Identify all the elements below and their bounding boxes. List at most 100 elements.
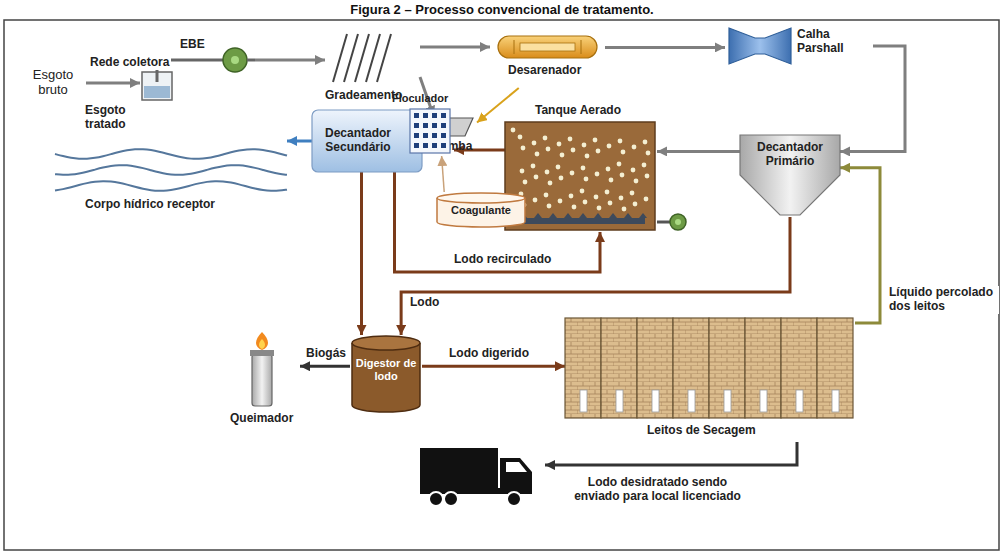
aeration-tank-part (633, 202, 638, 207)
aeration-tank-part (564, 213, 572, 218)
aeration-tank-part (607, 144, 612, 149)
flocculator-part (432, 123, 437, 128)
frame-border (4, 20, 999, 550)
aeration-tank-part (534, 175, 539, 180)
aeration-tank-part (543, 136, 548, 141)
node-label: Esgoto tratado (85, 104, 147, 132)
gas-burner: Queimador (226, 330, 300, 430)
flow-arrow (605, 46, 725, 49)
aeration-tank-part (557, 142, 562, 147)
drying-beds-part (637, 318, 673, 418)
gas-burner-part (252, 354, 272, 406)
aeration-tank-part (556, 165, 561, 170)
node-label: Leitos de Secagem (647, 424, 756, 438)
sludge-truck-part (506, 462, 527, 472)
screen-unit-part (377, 34, 391, 82)
aeration-tank-icon (505, 104, 657, 232)
aeration-tank-part (593, 138, 598, 143)
sludge-truck-icon (420, 442, 545, 512)
flocculator-part (414, 143, 419, 148)
flocculator-part (423, 113, 428, 118)
flocculator-part (414, 133, 419, 138)
node-label: Desarenador (508, 64, 581, 78)
drying-beds-part (781, 318, 817, 418)
aeration-tank-part (646, 151, 651, 156)
flow-arrow (840, 46, 905, 151)
pump-station-part (247, 59, 255, 62)
flow-arrow (477, 88, 519, 123)
aeration-tank-part (597, 206, 602, 211)
sludge-truck-part (500, 458, 532, 488)
edge-label: Líquido percolado dos leitos (887, 286, 999, 314)
flow-arrow (401, 217, 790, 335)
aeration-tank-part (579, 213, 587, 218)
flow-arrow (422, 365, 565, 368)
drying-beds-part (580, 390, 587, 412)
screen-unit-part (366, 34, 380, 82)
node-label: Decantador Primário (742, 141, 838, 169)
flow-arrow (300, 365, 350, 368)
node-label: EBE (180, 38, 205, 52)
aeration-tank-part (535, 152, 540, 157)
sludge-truck-part (507, 492, 521, 506)
edge-label: Rede coletora (88, 56, 171, 70)
node-label: Tanque Aerado (535, 104, 621, 118)
parshall-flume-part (729, 28, 791, 64)
receiving-water-part (55, 165, 287, 175)
flocculator: Floculador (392, 92, 454, 156)
aeration-tank-part (520, 169, 525, 174)
drying-beds-part (817, 318, 853, 418)
drying-beds-part (616, 390, 623, 412)
coagulant-tank-part (437, 193, 525, 203)
aeration-tank-part (571, 148, 576, 153)
aeration-tank-part (549, 213, 557, 218)
flow-arrow (420, 46, 490, 49)
parshall-flume: Calha Parshall (725, 24, 873, 68)
aeration-tank-part (605, 190, 610, 195)
aeration-tank-part (632, 145, 637, 150)
primary-clarifier-part (740, 135, 840, 215)
aeration-tank-part (631, 168, 636, 173)
flocculator-part (432, 113, 437, 118)
aeration-tank-part (544, 193, 549, 198)
aeration-tank-part (584, 177, 589, 182)
flow-arrow (442, 156, 445, 192)
aeration-tank-part (643, 140, 648, 145)
aeration-tank-part (547, 204, 552, 209)
node-label: Lodo desidratado sendo enviado para loca… (565, 476, 750, 504)
secondary-clarifier-part (312, 110, 422, 172)
aeration-tank-part (622, 207, 627, 212)
node-label: Digestor de lodo (352, 357, 420, 382)
flocculator-part (432, 143, 437, 148)
drying-beds-part (688, 390, 695, 412)
drying-beds-part (796, 390, 803, 412)
aeration-tank-part (642, 163, 647, 168)
figure-title: Figura 2 – Processo convencional de trat… (0, 2, 1004, 17)
aeration-tank-part (545, 170, 550, 175)
sludge-digester-part (352, 343, 420, 412)
drying-beds-part (565, 318, 601, 418)
sludge-truck: Lodo desidratado sendo enviado para loca… (420, 442, 545, 512)
flocculator-part (414, 113, 419, 118)
flocculator-part (414, 123, 419, 128)
gas-burner-part (259, 339, 265, 349)
receiving-water: Esgoto tratadoCorpo hídrico receptor (55, 104, 287, 216)
node-label: Esgoto bruto (22, 68, 84, 98)
screen-unit-part (344, 34, 358, 82)
aeration-tank-part (617, 162, 622, 167)
aeration-tank-part (534, 213, 542, 218)
aeration-tank-part (515, 218, 645, 224)
aeration-tank-part (532, 141, 537, 146)
screen-unit-part (355, 34, 369, 82)
flow-arrow (657, 150, 740, 153)
aeration-tank-part (583, 200, 588, 205)
secondary-clarifier: Decantador Secundário (312, 110, 422, 172)
aeration-tank-part (558, 199, 563, 204)
edge-label: Biogás (304, 347, 348, 361)
flow-arrow (360, 172, 363, 335)
source-label: Esgoto bruto (20, 64, 86, 102)
grit-chamber-icon (490, 30, 605, 88)
node-label: Corpo hídrico receptor (85, 198, 215, 212)
sludge-truck-part (429, 492, 443, 506)
blower-pipe (657, 221, 670, 224)
